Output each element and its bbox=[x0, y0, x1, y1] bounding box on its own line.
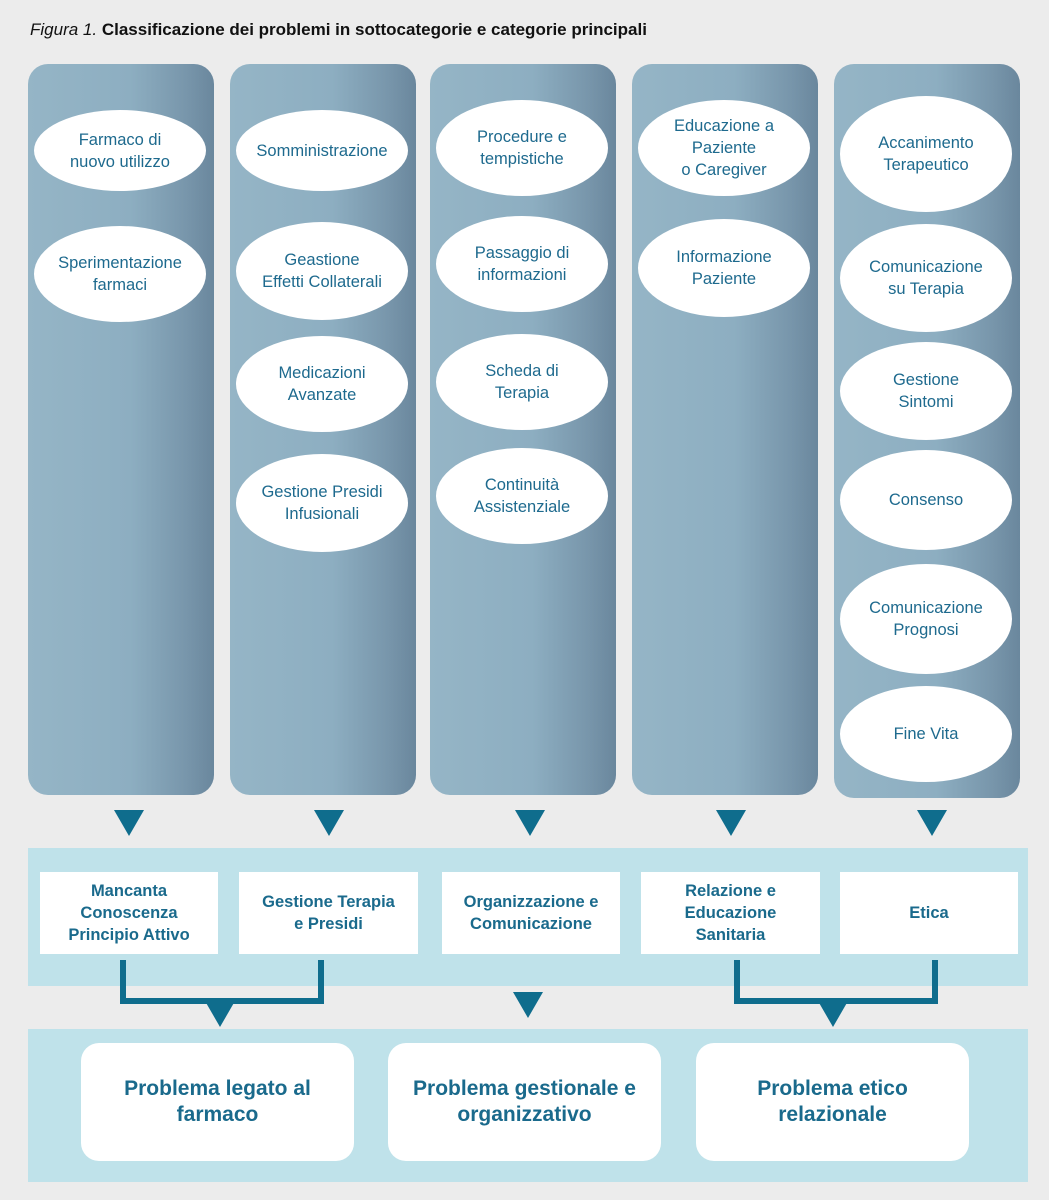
category-box: Relazione e Educazione Sanitaria bbox=[641, 872, 820, 954]
subcategory-ellipse: Sperimentazione farmaci bbox=[34, 226, 206, 322]
category-box: Etica bbox=[840, 872, 1018, 954]
subcategory-column-5: Accanimento Terapeutico Comunicazione su… bbox=[834, 64, 1020, 798]
main-category-box: Problema etico relazionale bbox=[696, 1043, 969, 1161]
subcategory-ellipse: Gestione Sintomi bbox=[840, 342, 1012, 440]
main-category-box: Problema legato al farmaco bbox=[81, 1043, 354, 1161]
arrow-down-icon bbox=[515, 810, 545, 836]
connector-line bbox=[318, 960, 324, 1004]
subcategory-ellipse: Comunicazione su Terapia bbox=[840, 224, 1012, 332]
subcategory-ellipse: Farmaco di nuovo utilizzo bbox=[34, 110, 206, 191]
arrow-down-icon bbox=[818, 1001, 848, 1027]
arrow-down-icon bbox=[716, 810, 746, 836]
arrow-down-icon bbox=[513, 992, 543, 1018]
arrow-down-icon bbox=[917, 810, 947, 836]
subcategory-ellipse: Medicazioni Avanzate bbox=[236, 336, 408, 432]
subcategory-column-1: Farmaco di nuovo utilizzo Sperimentazion… bbox=[28, 64, 214, 795]
subcategory-ellipse: Continuità Assistenziale bbox=[436, 448, 608, 544]
category-box: Mancanta Conoscenza Principio Attivo bbox=[40, 872, 218, 954]
subcategory-ellipse: Accanimento Terapeutico bbox=[840, 96, 1012, 212]
category-box: Gestione Terapia e Presidi bbox=[239, 872, 418, 954]
subcategory-ellipse: Procedure e tempistiche bbox=[436, 100, 608, 196]
subcategory-ellipse: Scheda di Terapia bbox=[436, 334, 608, 430]
subcategory-ellipse: Consenso bbox=[840, 450, 1012, 550]
category-box: Organizzazione e Comunicazione bbox=[442, 872, 620, 954]
subcategory-ellipse: Informazione Paziente bbox=[638, 219, 810, 317]
connector-line bbox=[120, 960, 126, 1004]
subcategory-column-4: Educazione a Paziente o Caregiver Inform… bbox=[632, 64, 818, 795]
figure-title: Classificazione dei problemi in sottocat… bbox=[101, 20, 647, 39]
subcategory-column-2: Somministrazione Geastione Effetti Colla… bbox=[230, 64, 416, 795]
subcategory-ellipse: Gestione Presidi Infusionali bbox=[236, 454, 408, 552]
connector-line bbox=[734, 960, 740, 1004]
main-category-box: Problema gestionale e organizzativo bbox=[388, 1043, 661, 1161]
arrow-down-icon bbox=[314, 810, 344, 836]
arrow-down-icon bbox=[114, 810, 144, 836]
figure-caption: Figura 1. Classificazione dei problemi i… bbox=[30, 20, 647, 40]
subcategory-ellipse: Comunicazione Prognosi bbox=[840, 564, 1012, 674]
subcategory-ellipse: Educazione a Paziente o Caregiver bbox=[638, 100, 810, 196]
subcategory-ellipse: Somministrazione bbox=[236, 110, 408, 191]
connector-line bbox=[932, 960, 938, 1004]
subcategory-ellipse: Geastione Effetti Collaterali bbox=[236, 222, 408, 320]
figure-label: Figura 1. bbox=[30, 20, 98, 39]
subcategory-ellipse: Fine Vita bbox=[840, 686, 1012, 782]
arrow-down-icon bbox=[205, 1001, 235, 1027]
subcategory-column-3: Procedure e tempistiche Passaggio di inf… bbox=[430, 64, 616, 795]
subcategory-ellipse: Passaggio di informazioni bbox=[436, 216, 608, 312]
